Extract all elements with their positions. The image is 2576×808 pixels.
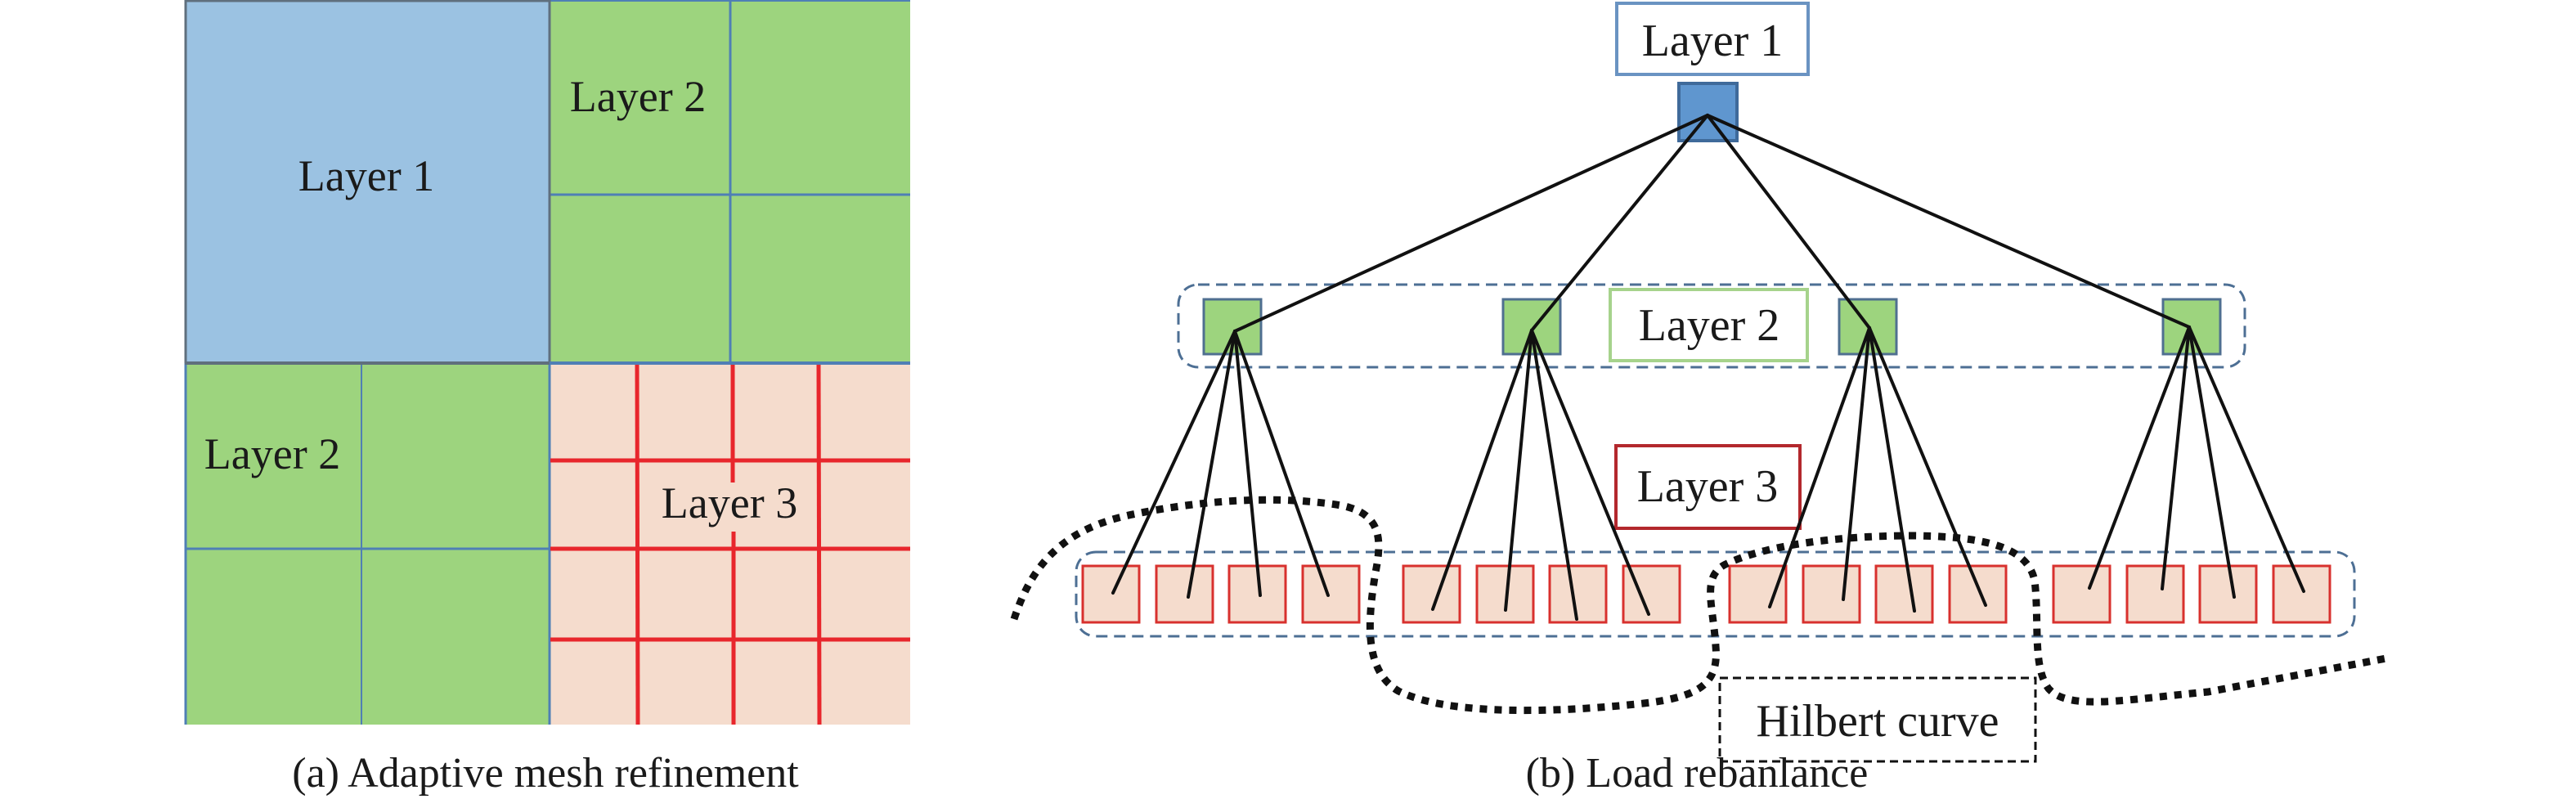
edge-layer1-to-layer2 <box>1706 114 2191 329</box>
edge-layer2-to-layer3 <box>1111 330 1236 595</box>
mesh-layer3-label-bg <box>654 483 806 532</box>
leaf-node <box>1155 564 1214 624</box>
hilbert-label: Hilbert curve <box>1757 696 1999 747</box>
grid-line <box>635 364 640 725</box>
leaf-node <box>2272 564 2331 624</box>
leaf-node <box>1402 564 1461 624</box>
edge-layer2-to-layer3 <box>2188 325 2236 599</box>
edge-layer2-to-layer3 <box>1233 330 1330 597</box>
edge-layer2-to-layer3 <box>1768 326 1871 608</box>
mesh-layer1-label: Layer 1 <box>298 151 434 200</box>
leaf-node <box>1874 564 1934 624</box>
layer3-label: Layer 3 <box>1637 461 1779 512</box>
layer1-label-box <box>1615 2 1810 76</box>
edge-layer2-to-layer3 <box>2188 325 2305 593</box>
edge-layer1-to-layer2 <box>1706 114 1871 330</box>
tree-edges <box>1111 114 2305 621</box>
edge-layer2-to-layer3 <box>1530 329 1578 621</box>
edge-layer1-to-layer2 <box>1233 114 1709 333</box>
panel-adaptive-mesh: Layer 1 Layer 2 Layer 2 Layer 3 (a) Adap… <box>184 0 910 797</box>
mesh-layer2-grid <box>184 0 910 725</box>
leaf-node <box>1802 564 1861 624</box>
mesh-layer2-bottom-left-quadrant <box>185 363 550 725</box>
leaf-node <box>2052 564 2112 624</box>
caption-b: (b) Load rebanlance <box>1526 750 1869 797</box>
edge-layer2-to-layer3 <box>1530 329 1650 616</box>
edge-layer2-to-layer3 <box>1868 326 1987 607</box>
layer2-label-box <box>1609 288 1809 362</box>
panel-load-rebalance: Layer 1 Layer 2 Layer 3 Hilbert curve (b… <box>1010 2 2387 797</box>
layer2-group-box <box>1177 283 2246 369</box>
mesh-layer2-bottom-label: Layer 2 <box>204 429 340 478</box>
leaf-node <box>2125 564 2185 624</box>
leaf-node <box>1301 564 1361 624</box>
edge-layer2-to-layer3 <box>2088 325 2191 590</box>
edge-layer2-to-layer3 <box>1233 330 1262 597</box>
root-node <box>1677 82 1739 142</box>
layer2-label: Layer 2 <box>1639 300 1780 351</box>
edge-layer2-to-layer3 <box>2161 325 2191 590</box>
edge-layer2-to-layer3 <box>1187 330 1236 599</box>
leaf-node <box>1728 564 1788 624</box>
leaf-node <box>1548 564 1608 624</box>
mesh-layer3-grid <box>550 364 910 725</box>
edge-layer2-to-layer3 <box>1842 326 1871 601</box>
layer1-label: Layer 1 <box>1642 16 1784 66</box>
layer3-nodes <box>1081 564 2331 624</box>
edge-layer1-to-layer2 <box>1530 114 1709 332</box>
leaf-node <box>2198 564 2258 624</box>
edge-layer2-to-layer3 <box>1504 329 1533 612</box>
hilbert-curve <box>1010 496 2387 715</box>
edge-layer2-to-layer3 <box>1431 329 1533 611</box>
hilbert-label-box <box>1718 676 2037 763</box>
leaf-node <box>1081 564 1141 624</box>
edge-layer2-to-layer3 <box>1868 326 1916 613</box>
leaf-node <box>1948 564 2008 624</box>
leaf-node <box>1622 564 1681 624</box>
mesh-layer3-quadrant <box>550 363 910 725</box>
mesh-layer2-top-label: Layer 2 <box>570 72 706 121</box>
caption-a: (a) Adaptive mesh refinement <box>292 750 799 797</box>
leaf-node <box>1475 564 1535 624</box>
mesh-layer1-border <box>184 0 551 365</box>
mesh-layer1-cell <box>185 0 550 363</box>
mesh-layer3-label: Layer 3 <box>662 478 797 527</box>
layer3-label-box <box>1614 444 1802 530</box>
layer1-node <box>1677 82 1739 142</box>
